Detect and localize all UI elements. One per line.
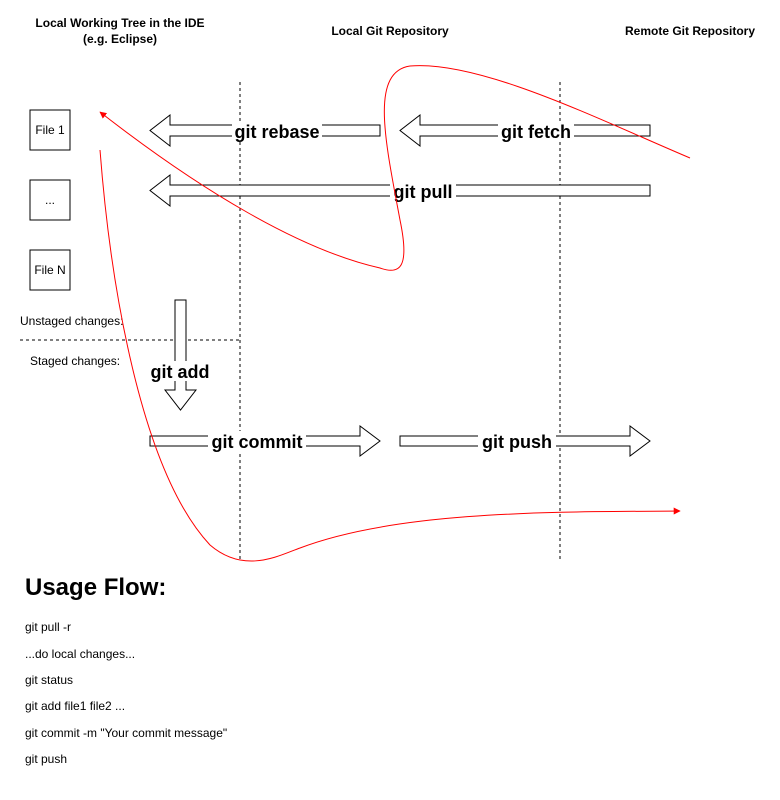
git-commit-label-bg (208, 431, 306, 451)
flow-curve-pull-rebase (99, 65, 691, 271)
usage-step-5: git commit -m "Your commit message" (25, 726, 228, 740)
file-label-n: File N (34, 263, 65, 277)
header-working-tree-line2: (e.g. Eclipse) (83, 32, 157, 46)
staged-changes-label: Staged changes: (30, 354, 120, 368)
git-fetch-label: git fetch (501, 122, 571, 142)
git-commit-label: git commit (211, 432, 302, 452)
file-label-2: ... (45, 193, 55, 207)
header-remote-repo: Remote Git Repository (625, 24, 755, 38)
git-rebase-label: git rebase (234, 122, 319, 142)
usage-step-6: git push (25, 752, 68, 766)
usage-step-1: git pull -r (25, 620, 72, 634)
git-add-label-bg (148, 361, 212, 381)
usage-flow-title: Usage Flow: (25, 574, 167, 601)
file-label-1: File 1 (35, 123, 65, 137)
git-add-label: git add (151, 362, 210, 382)
file-box-2[interactable] (29, 179, 71, 221)
git-pull-label-bg (390, 181, 456, 201)
git-fetch-label-bg (498, 121, 574, 141)
usage-step-4: git add file1 file2 ... (25, 699, 126, 713)
diagram-canvas: Local Working Tree in the IDE (e.g. Ecli… (20, 16, 755, 562)
git-add-arrow[interactable] (163, 299, 198, 411)
git-rebase-label-bg (232, 121, 322, 141)
flow-curve-commit-push (99, 149, 681, 562)
usage-step-3: git status (25, 673, 74, 687)
git-pull-label: git pull (394, 182, 453, 202)
unstaged-changes-label: Unstaged changes: (20, 314, 123, 328)
git-push-label-bg (478, 431, 556, 451)
file-box-n[interactable] (29, 249, 71, 291)
usage-step-2: ...do local changes... (25, 647, 136, 661)
git-push-label: git push (482, 432, 552, 452)
header-working-tree-line1: Local Working Tree in the IDE (35, 16, 204, 30)
header-local-repo: Local Git Repository (331, 24, 449, 38)
file-box-1[interactable] (29, 109, 71, 151)
